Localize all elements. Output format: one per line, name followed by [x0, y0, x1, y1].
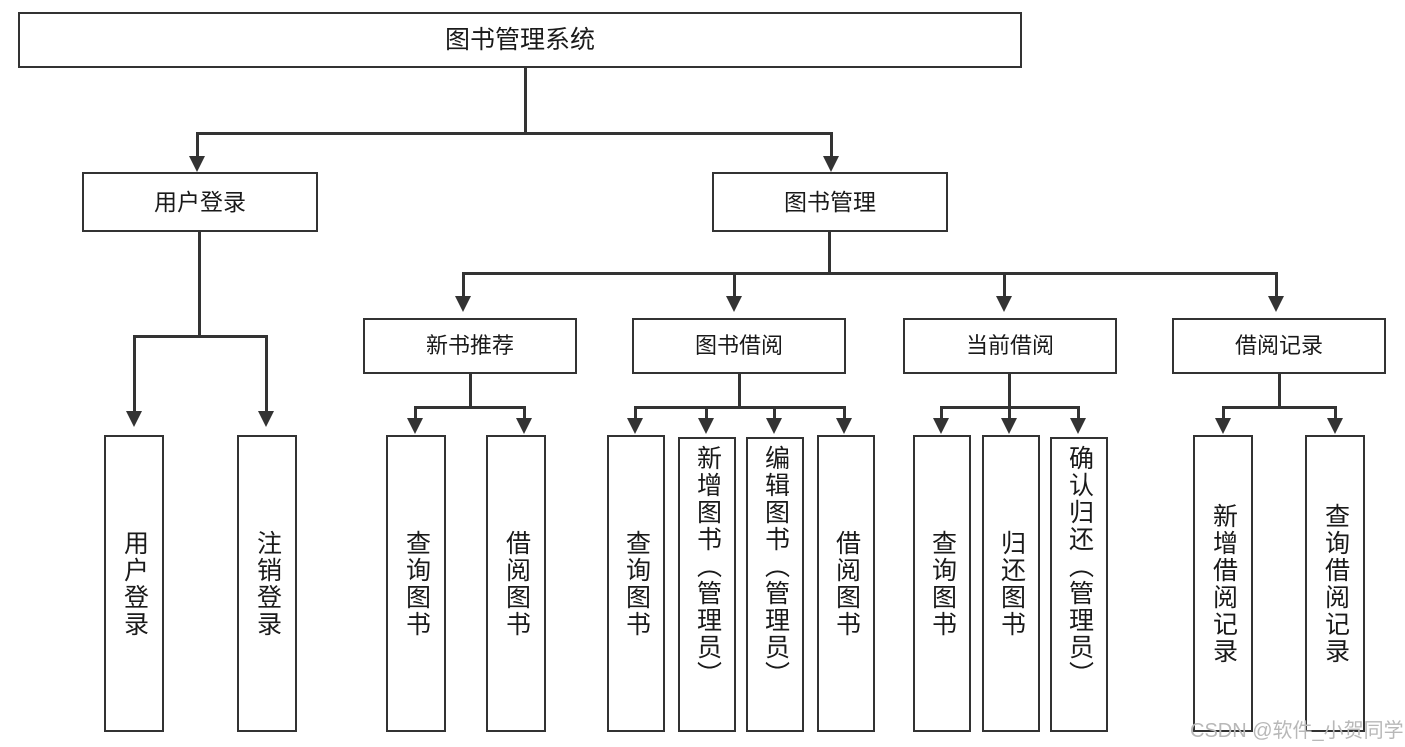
- leaf-borrow-record-add[interactable]: 新增借阅记录: [1193, 435, 1253, 732]
- arrowhead-current-borrow-leaf-1: [933, 418, 949, 434]
- leaf-book-borrow-query[interactable]: 查询图书: [607, 435, 665, 732]
- leaf-book-borrow-borrow[interactable]: 借阅图书: [817, 435, 875, 732]
- node-book-borrow[interactable]: 图书借阅: [632, 318, 846, 374]
- connector-new-book-leaf-1: [414, 406, 417, 422]
- connector-root-bar: [196, 132, 833, 135]
- leaf-book-borrow-edit[interactable]: 编辑图书（管理员）: [746, 437, 804, 732]
- node-label: 用户登录: [120, 529, 149, 638]
- arrowhead-root-to-user-login: [189, 156, 205, 172]
- leaf-borrow-record-query[interactable]: 查询借阅记录: [1305, 435, 1365, 732]
- connector-current-borrow-leaf-3: [1077, 406, 1080, 422]
- arrowhead-book-borrow-leaf-1: [627, 418, 643, 434]
- node-root-system[interactable]: 图书管理系统: [18, 12, 1022, 68]
- arrowhead-borrow-record-leaf-1: [1215, 418, 1231, 434]
- connector-user-login-bar: [133, 335, 268, 338]
- node-label: 编辑图书（管理员）: [761, 445, 790, 688]
- connector-root-to-book-manage: [830, 132, 833, 158]
- connector-root-to-user-login: [196, 132, 199, 158]
- node-label: 查询图书: [928, 529, 957, 638]
- arrowhead-l2-current-borrow: [996, 296, 1012, 312]
- connector-new-book-leaf-2: [523, 406, 526, 422]
- node-new-book-recommend[interactable]: 新书推荐: [363, 318, 577, 374]
- leaf-current-borrow-query[interactable]: 查询图书: [913, 435, 971, 732]
- connector-current-borrow-leaf-2: [1008, 406, 1011, 422]
- connector-book-manage-to-l2-2: [733, 272, 736, 298]
- connector-book-manage-to-l2-3: [1003, 272, 1006, 298]
- connector-book-borrow-leaf-2: [705, 406, 708, 422]
- arrowhead-current-borrow-leaf-2: [1001, 418, 1017, 434]
- connector-new-book-bar: [414, 406, 526, 409]
- arrowhead-book-borrow-leaf-2: [698, 418, 714, 434]
- arrowhead-l2-new-book: [455, 296, 471, 312]
- arrowhead-root-to-book-manage: [823, 156, 839, 172]
- arrowhead-l2-borrow-record: [1268, 296, 1284, 312]
- arrowhead-l2-book-borrow: [726, 296, 742, 312]
- node-user-login[interactable]: 用户登录: [82, 172, 318, 232]
- node-label: 查询借阅记录: [1321, 502, 1350, 665]
- node-borrow-record[interactable]: 借阅记录: [1172, 318, 1386, 374]
- node-label: 当前借阅: [965, 333, 1054, 359]
- arrowhead-book-borrow-leaf-4: [836, 418, 852, 434]
- node-current-borrow[interactable]: 当前借阅: [903, 318, 1117, 374]
- leaf-book-borrow-add[interactable]: 新增图书（管理员）: [678, 437, 736, 732]
- node-label: 借阅记录: [1234, 333, 1323, 359]
- leaf-new-book-query[interactable]: 查询图书: [386, 435, 446, 732]
- node-label: 借阅图书: [502, 529, 531, 638]
- arrowhead-current-borrow-leaf-3: [1070, 418, 1086, 434]
- node-label: 确认归还（管理员）: [1065, 445, 1094, 688]
- connector-book-manage-to-l2-1: [462, 272, 465, 298]
- connector-borrow-record-leaf-1: [1222, 406, 1225, 422]
- node-label: 图书管理系统: [444, 25, 595, 54]
- connector-book-manage-to-l2-4: [1275, 272, 1278, 298]
- arrowhead-user-login-leaf-2: [258, 411, 274, 427]
- connector-user-login-to-leaf-1: [133, 335, 136, 413]
- node-label: 用户登录: [154, 188, 246, 215]
- connector-book-manage-stem: [828, 232, 831, 274]
- connector-current-borrow-leaf-1: [940, 406, 943, 422]
- connector-borrow-record-stem: [1278, 374, 1281, 409]
- connector-book-borrow-leaf-4: [843, 406, 846, 422]
- leaf-user-login-logout[interactable]: 注销登录: [237, 435, 297, 732]
- csdn-watermark: CSDN @软件_小贺同学: [1190, 720, 1404, 742]
- leaf-current-borrow-return[interactable]: 归还图书: [982, 435, 1040, 732]
- connector-user-login-stem: [198, 232, 201, 337]
- connector-borrow-record-bar: [1222, 406, 1337, 409]
- node-label: 查询图书: [622, 529, 651, 638]
- connector-book-borrow-leaf-1: [634, 406, 637, 422]
- leaf-new-book-borrow[interactable]: 借阅图书: [486, 435, 546, 732]
- connector-book-manage-bar: [462, 272, 1278, 275]
- node-label: 图书借阅: [694, 333, 783, 359]
- node-label: 注销登录: [253, 529, 282, 638]
- arrowhead-new-book-leaf-2: [516, 418, 532, 434]
- connector-root-stem: [524, 68, 527, 134]
- connector-book-borrow-stem: [738, 374, 741, 409]
- connector-new-book-stem: [469, 374, 472, 409]
- arrowhead-new-book-leaf-1: [407, 418, 423, 434]
- node-label: 查询图书: [402, 529, 431, 638]
- connector-book-borrow-bar: [634, 406, 846, 409]
- arrowhead-book-borrow-leaf-3: [766, 418, 782, 434]
- node-label: 新书推荐: [425, 333, 514, 359]
- arrowhead-user-login-leaf-1: [126, 411, 142, 427]
- node-book-manage[interactable]: 图书管理: [712, 172, 948, 232]
- connector-current-borrow-stem: [1008, 374, 1011, 409]
- leaf-user-login-login[interactable]: 用户登录: [104, 435, 164, 732]
- node-label: 借阅图书: [832, 529, 861, 638]
- connector-borrow-record-leaf-2: [1334, 406, 1337, 422]
- node-label: 归还图书: [997, 529, 1026, 638]
- node-label: 新增借阅记录: [1209, 502, 1238, 665]
- node-label: 新增图书（管理员）: [693, 445, 722, 688]
- connector-book-borrow-leaf-3: [773, 406, 776, 422]
- connector-user-login-to-leaf-2: [265, 335, 268, 413]
- arrowhead-borrow-record-leaf-2: [1327, 418, 1343, 434]
- leaf-current-borrow-confirm[interactable]: 确认归还（管理员）: [1050, 437, 1108, 732]
- node-label: 图书管理: [784, 188, 876, 215]
